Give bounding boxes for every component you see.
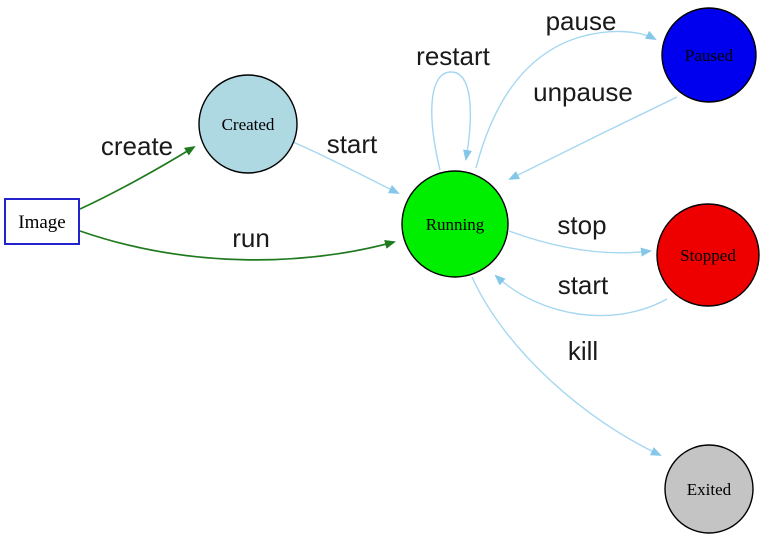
edges — [79, 30, 678, 456]
edge-labels: create run start restart pause unpause s… — [101, 6, 633, 366]
node-created: Created — [198, 74, 298, 174]
edge-create — [79, 145, 196, 210]
node-exited-label: Exited — [687, 480, 732, 499]
edge-label-stop: stop — [557, 210, 606, 240]
edge-label-start-bottom: start — [558, 270, 609, 300]
edge-label-unpause: unpause — [533, 77, 633, 107]
node-running-label: Running — [426, 215, 485, 234]
node-stopped: Stopped — [656, 203, 760, 307]
edge-label-create: create — [101, 131, 173, 161]
edge-label-run: run — [232, 223, 270, 253]
node-running: Running — [401, 170, 509, 278]
edge-start-created-running — [292, 141, 400, 194]
edge-label-restart: restart — [416, 41, 490, 71]
edge-stop — [508, 230, 652, 257]
edge-kill — [471, 276, 662, 456]
edge-run — [79, 230, 396, 261]
node-stopped-label: Stopped — [680, 246, 736, 265]
node-exited: Exited — [664, 444, 754, 534]
node-image-label: Image — [18, 212, 65, 233]
node-paused-label: Paused — [685, 46, 734, 65]
node-paused: Paused — [661, 7, 757, 103]
edge-pause — [475, 30, 657, 169]
edge-start-stopped-running — [494, 274, 668, 317]
edge-label-start-top: start — [327, 129, 378, 159]
edge-unpause — [508, 96, 678, 180]
edge-label-kill: kill — [568, 336, 598, 366]
node-image: Image — [4, 198, 80, 245]
edge-restart-self-loop — [431, 71, 472, 171]
nodes: Image Created Running Paused Stopped Exi — [4, 7, 760, 534]
node-created-label: Created — [222, 115, 275, 134]
edge-label-pause: pause — [546, 6, 617, 36]
